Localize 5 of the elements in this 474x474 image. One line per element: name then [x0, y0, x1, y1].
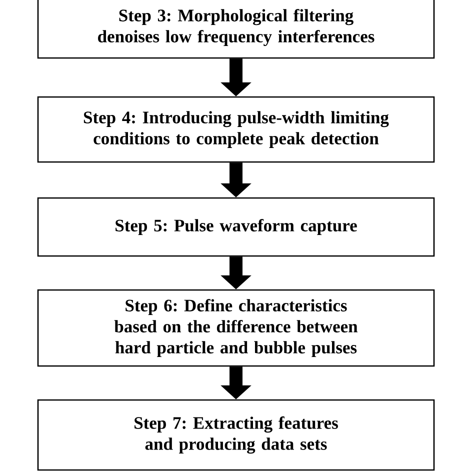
- process-box: Step 7: Extracting features and producing data sets: [37, 399, 435, 471]
- process-box: Step 5: Pulse waveform capture: [37, 197, 435, 257]
- process-box: Step 6: Define characteristics based on the difference between hard particle and bubble pulses: [37, 289, 435, 367]
- process-box: Step 3: Morphological filtering denoises low frequency interferences: [37, 0, 435, 59]
- process-box: Step 4: Introducing pulse-width limiting conditions to complete peak detection: [37, 96, 435, 163]
